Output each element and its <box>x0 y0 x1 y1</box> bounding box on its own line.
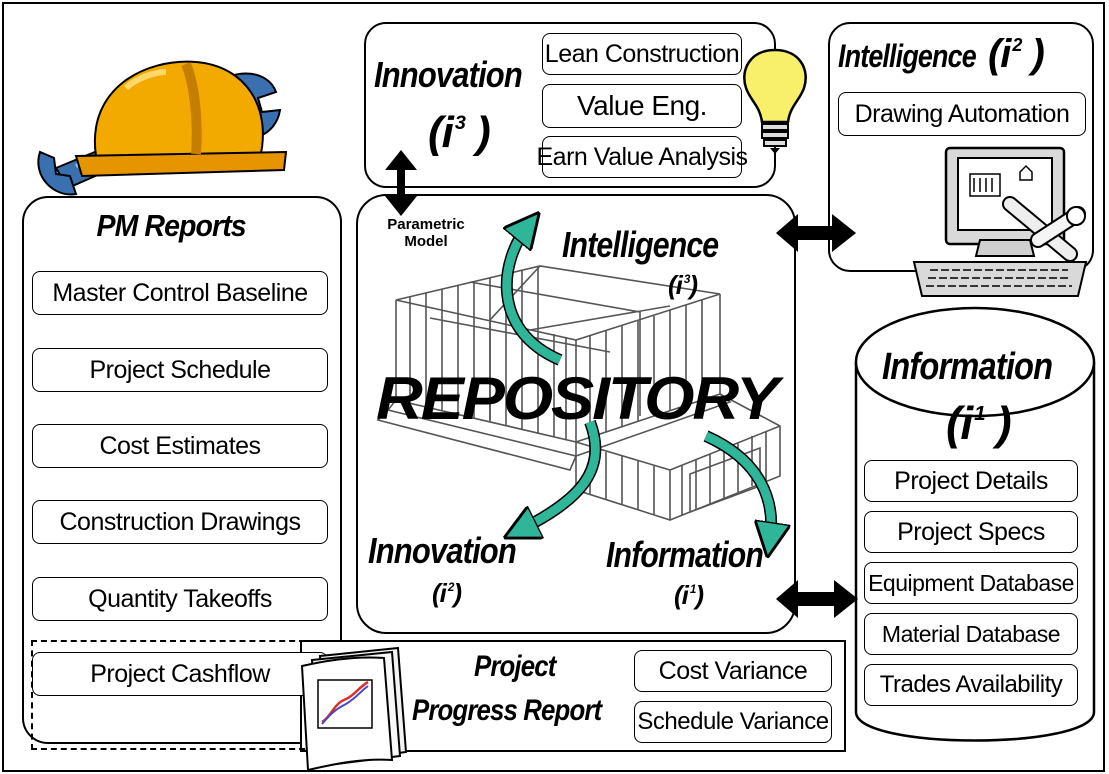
lean-construction-item[interactable]: Lean Construction <box>542 33 742 75</box>
hard-hat-icon <box>74 60 288 178</box>
repository-intelligence-title: Intelligence <box>562 224 719 265</box>
pm-report-quantity-takeoffs[interactable]: Quantity Takeoffs <box>32 577 328 621</box>
pm-reports-title: PM Reports <box>96 208 246 243</box>
drawing-automation-item[interactable]: Drawing Automation <box>838 92 1086 136</box>
report-document-icon <box>300 646 408 772</box>
progress-report-title-line1: Project <box>474 650 556 683</box>
progress-report-title-line2: Progress Report <box>412 694 602 727</box>
schedule-variance-item[interactable]: Schedule Variance <box>634 701 832 743</box>
information-db-symbol: (i1 ) <box>946 397 1012 449</box>
value-eng-item[interactable]: Value Eng. <box>542 84 742 128</box>
building-frame-model <box>376 265 781 521</box>
parametric-model-label: Parametric Model <box>364 216 488 250</box>
repository-innovation-title: Innovation <box>368 530 517 571</box>
horizontal-double-arrow-intelligence <box>776 214 856 252</box>
cycle-arrows <box>500 200 790 620</box>
vertical-double-arrow <box>385 150 417 216</box>
pm-report-project-schedule[interactable]: Project Schedule <box>32 348 328 392</box>
hard-hat-wrench-icon <box>37 60 288 196</box>
cost-variance-item[interactable]: Cost Variance <box>634 650 832 692</box>
pm-report-construction-drawings[interactable]: Construction Drawings <box>32 500 328 544</box>
trades-availability-item[interactable]: Trades Availability <box>864 664 1078 706</box>
project-details-item[interactable]: Project Details <box>864 460 1078 502</box>
material-database-item[interactable]: Material Database <box>864 613 1078 655</box>
equipment-database-item[interactable]: Equipment Database <box>864 562 1078 604</box>
information-db-title: Information <box>882 346 1053 388</box>
innovation-title: Innovation <box>374 54 523 95</box>
repository-information-title: Information <box>606 534 764 575</box>
horizontal-double-arrow-information <box>776 580 858 618</box>
light-bulb-icon <box>743 48 807 154</box>
project-specs-item[interactable]: Project Specs <box>864 511 1078 553</box>
pm-report-cost-estimates[interactable]: Cost Estimates <box>32 424 328 468</box>
pm-report-project-cashflow[interactable]: Project Cashflow <box>32 652 328 696</box>
earn-value-analysis-item[interactable]: Earn Value Analysis <box>537 136 748 178</box>
computer-cad-icon <box>912 146 1088 297</box>
progress-report-dashed-outline <box>31 640 315 750</box>
repository-label: REPOSITORY <box>376 365 779 432</box>
pm-report-master-control-baseline[interactable]: Master Control Baseline <box>32 271 328 315</box>
